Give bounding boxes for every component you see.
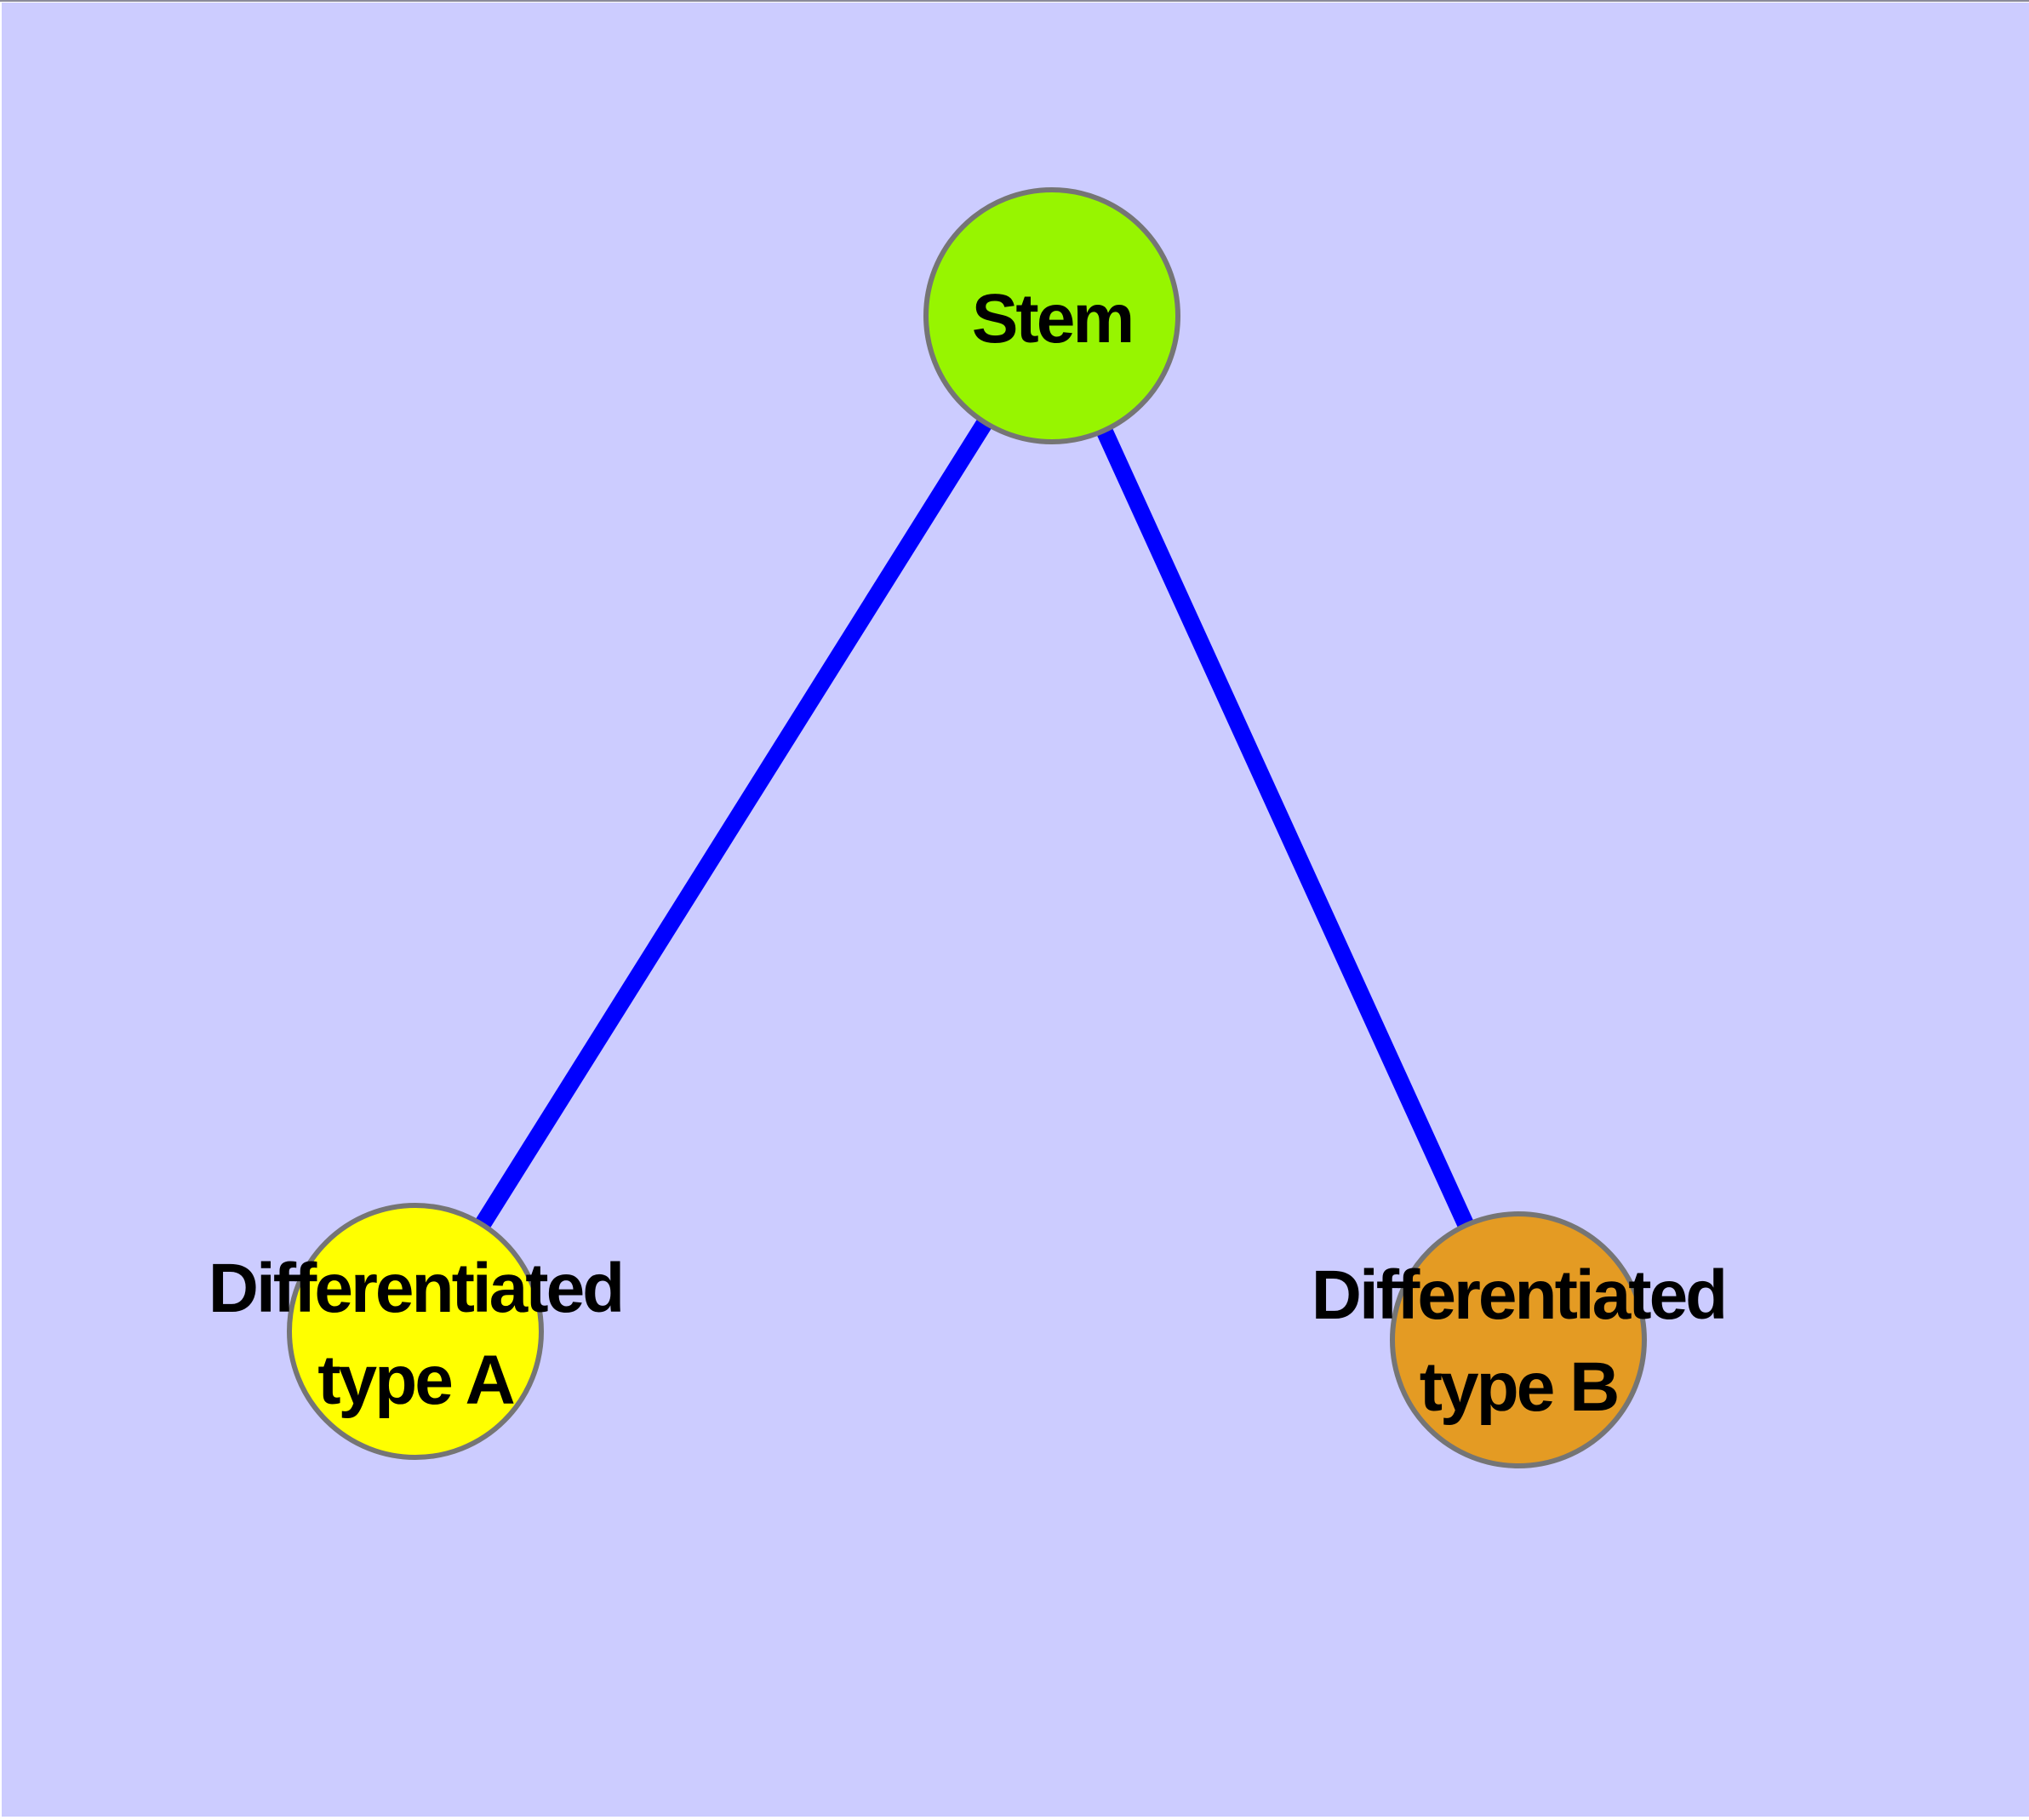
edge-stem-to-type-b [1043,312,1527,1344]
window-top-edge [0,0,2029,2]
edge-stem-to-type-a [408,311,1060,1336]
node-stem-circle [923,187,1180,444]
node-type-a-circle [287,1203,544,1460]
node-type-b-circle [1390,1211,1647,1468]
